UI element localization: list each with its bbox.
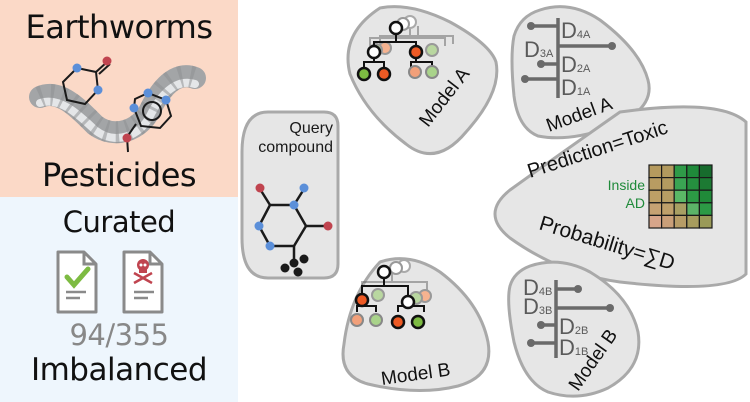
nitrogen-atom	[299, 183, 309, 193]
ad-grid-cell	[648, 202, 663, 217]
inside-ad-label-line2: AD	[626, 195, 645, 211]
model-a-tree-shape	[346, 5, 499, 155]
ad-grid-cell	[673, 164, 688, 179]
pesticides-title: Pesticides	[41, 156, 197, 194]
nitrogen-atom	[265, 241, 275, 251]
query-label-line1: Query	[289, 120, 333, 137]
document-skull-icon	[122, 250, 164, 314]
ad-grid-cell	[698, 164, 713, 179]
nitrogen-atom	[161, 95, 171, 105]
ad-grid-cell	[660, 164, 675, 179]
ad-grid-cell	[686, 214, 700, 229]
nitrogen-atom	[129, 103, 139, 113]
inside-ad-label-line1: Inside	[608, 177, 646, 193]
ad-grid-cell	[686, 189, 700, 204]
ad-grid-cell	[673, 189, 688, 204]
distance-a-labels: D4A D3A D2A D1A	[524, 18, 591, 100]
nitrogen-atom	[93, 85, 103, 95]
ad-grid-cell	[648, 214, 663, 229]
nitrogen-atom	[72, 63, 82, 73]
tert-butyl-group-icon	[280, 254, 309, 277]
ad-grid-cell	[698, 177, 713, 191]
ad-grid-cell	[660, 202, 675, 217]
oxygen-atom	[102, 56, 112, 66]
ad-grid-cell	[648, 189, 663, 204]
ad-grid-cell	[660, 214, 675, 229]
ad-grid-cell	[673, 177, 688, 191]
distance-a-icon	[521, 18, 616, 98]
curated-dataset-panel	[0, 197, 238, 402]
ad-grid-cell	[698, 189, 713, 204]
distance-b-icon	[527, 280, 614, 358]
ad-grid-cell	[648, 164, 663, 179]
svg-text:D2B: D2B	[559, 314, 588, 339]
decision-tree-b-icon	[350, 259, 432, 330]
applicability-domain-grid	[648, 164, 713, 229]
distance-b-labels: D4B D3B D2B D1B	[523, 275, 588, 360]
decision-tree-a-icon	[356, 15, 454, 82]
nitrogen-atom	[289, 200, 299, 210]
query-label-line2: compound	[258, 139, 333, 156]
svg-text:D2A: D2A	[561, 52, 591, 77]
ad-grid-cell	[686, 164, 700, 179]
ad-grid-cell	[686, 177, 700, 191]
model-a-distance-shape	[510, 5, 651, 140]
svg-text:D3B: D3B	[523, 294, 552, 319]
ad-grid-cell	[698, 202, 713, 217]
ad-grid-cell	[660, 189, 675, 204]
ad-grid-cell	[673, 214, 688, 229]
class-ratio: 94/355	[69, 318, 169, 352]
oxygen-atom	[122, 133, 132, 143]
ad-grid-cell	[648, 177, 663, 191]
ad-grid-cell	[660, 177, 675, 191]
model-b-distance-shape	[507, 260, 641, 398]
ad-grid-cell	[673, 202, 688, 217]
curated-title: Curated	[62, 205, 176, 239]
svg-text:D1A: D1A	[561, 75, 591, 100]
imbalanced-label: Imbalanced	[30, 352, 208, 388]
svg-text:D3A: D3A	[524, 37, 554, 62]
oxygen-atom	[323, 221, 333, 231]
oxygen-atom	[255, 183, 265, 193]
svg-text:D4B: D4B	[523, 275, 552, 300]
ad-grid-cell	[686, 202, 700, 217]
document-check-icon	[56, 250, 98, 314]
svg-text:D4A: D4A	[561, 18, 591, 43]
nitrogen-atom	[143, 88, 153, 98]
svg-text:D1B: D1B	[559, 335, 588, 360]
ad-grid-cell	[698, 214, 713, 229]
earthworms-title: Earthworms	[25, 8, 214, 46]
nitrogen-atom	[254, 221, 264, 231]
